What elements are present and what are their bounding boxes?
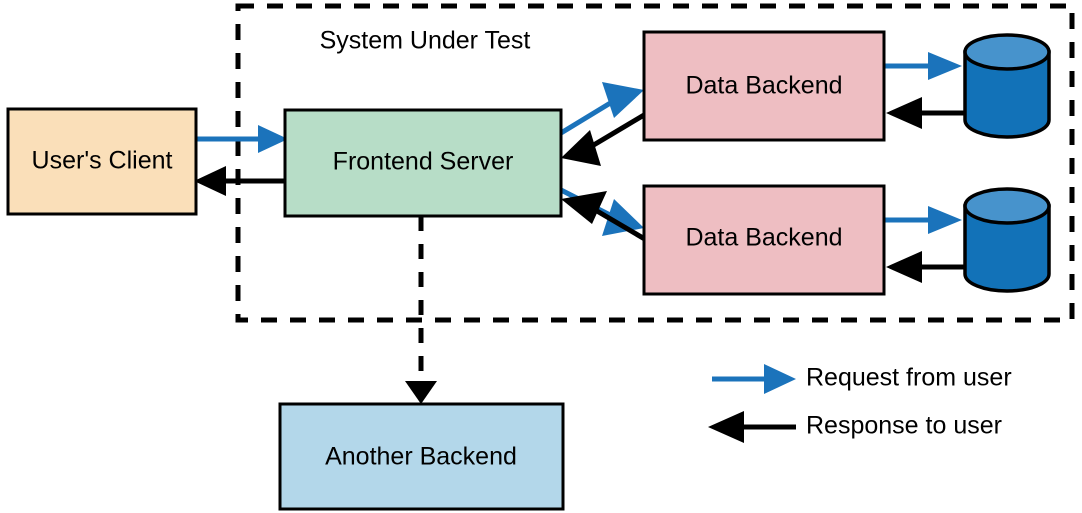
node-frontend-server[interactable]: Frontend Server [283,108,563,218]
arrowhead-left-icon [886,251,922,283]
arrowhead-right-icon [928,52,962,80]
edge-database-1-to-backend-1 [886,97,966,129]
arrowhead-right-icon [258,125,288,153]
arrowhead-downright-icon [602,199,644,236]
edge-backend-1-to-frontend [561,112,646,166]
edge-frontend-to-another-backend [405,216,437,404]
node-data-backend-2[interactable]: Data Backend [642,184,886,296]
data-backend-1-box[interactable] [642,30,886,142]
users-client-box[interactable] [6,107,198,216]
database-2 [963,187,1051,293]
node-another-backend[interactable]: Another Backend [278,402,565,511]
database-1 [963,33,1051,139]
frontend-server-box[interactable] [283,108,563,218]
legend-item-request: Request from user [712,364,1012,394]
another-backend-box[interactable] [278,402,565,511]
arrowhead-right-icon [928,206,962,234]
legend-request-label: Request from user [806,364,1012,392]
system-under-test-boundary [235,3,1075,323]
edge-database-2-to-backend-2 [886,251,966,283]
data-backend-2-box[interactable] [642,184,886,296]
arrowhead-left-icon [194,166,226,196]
another-backend-label: Another Backend [325,443,517,471]
edge-frontend-to-backend-1 [559,82,644,136]
frontend-server-label: Frontend Server [333,148,514,176]
data-backend-1-label: Data Backend [685,72,842,100]
arrowhead-left-icon [886,97,922,129]
edge-backend-1-to-database-1 [884,52,962,80]
arrowhead-down-icon [405,381,437,404]
arrowhead-left-icon [708,411,744,443]
arrowhead-right-icon [764,364,796,394]
arrowhead-upright-icon [602,82,644,118]
edge-frontend-to-client [194,166,285,196]
node-users-client[interactable]: User's Client [6,107,198,216]
system-under-test-label: System Under Test [320,27,531,55]
edge-backend-2-to-database-2 [884,206,962,234]
edge-client-to-frontend [196,125,288,153]
legend-item-response: Response to user [708,411,1002,443]
arrowhead-upleft-icon [561,191,607,224]
legend: Request from user Response to user [708,364,1012,443]
legend-response-label: Response to user [806,412,1002,440]
users-client-label: User's Client [32,147,173,175]
data-backend-2-label: Data Backend [685,224,842,252]
arrowhead-downleft-icon [561,130,601,166]
node-data-backend-1[interactable]: Data Backend [642,30,886,142]
